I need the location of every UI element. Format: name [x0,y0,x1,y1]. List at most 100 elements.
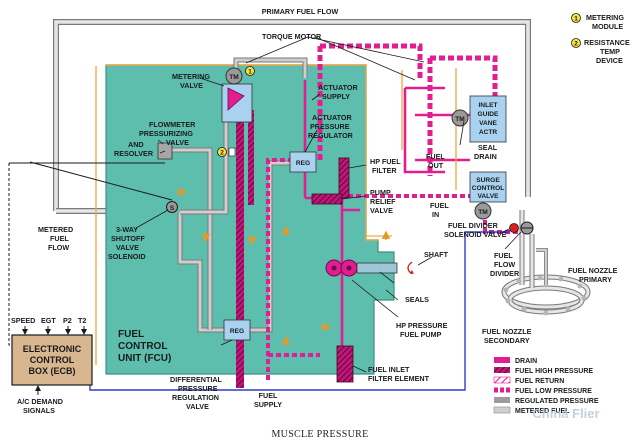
hp-fuel-line [236,108,244,388]
differential-pressure-label-3: REGULATION [172,393,219,402]
actuator-pressure-regulator-box [289,151,317,173]
reg-label-differential: REG [230,328,244,335]
fuel-out-label-2: OUT [428,161,444,170]
fuel-in-label-1: FUEL [430,201,449,210]
ecb-input-egt: EGT [41,316,56,325]
metering-module-marker [245,66,255,76]
shaft-label: SHAFT [424,250,449,259]
ecb-input-arrows [22,326,87,395]
note-2-line-1: RESISTANCE [584,38,630,47]
fuel-in-label-2: IN [432,210,439,219]
inlet-guide-vane-actuator [469,95,507,143]
legend: DRAIN FUEL HIGH PRESSURE FUEL RETURN FUE… [493,357,599,415]
fuel-nozzle-sprays [503,275,587,316]
three-way-shutoff-label-2: SHUTOFF [111,234,145,243]
torque-motor-label: TORQUE MOTOR [262,32,322,41]
scv-line-1: SURGE [476,177,500,184]
hp-fuel-line-b [248,110,254,205]
actuator-pressure-regulator-label-3: REGULATOR [308,131,354,140]
pump-relief-valve [311,193,343,205]
ac-demand-signals-label-1: A/C DEMAND [17,397,63,406]
surge-control-valve [469,171,507,203]
three-way-shutoff-symbol: S [170,205,175,212]
legend-label-fuel-high-pressure: FUEL HIGH PRESSURE [515,368,593,375]
resistance-temp-device-marker [217,147,227,157]
differential-pressure-label-2: PRESSURE [178,384,218,393]
actuator-supply-label-1: ACTUATOR [318,83,358,92]
fuel-supply-label-2: SUPPLY [254,400,282,409]
flowmeter-valve-label-3: VALVE [166,138,189,147]
hp-fuel-filter [338,157,350,199]
primary-fuel-flow-title: PRIMARY FUEL FLOW [262,7,339,16]
note-1-marker [571,13,581,23]
differential-pressure-label-1: DIFFERENTIAL [170,375,223,384]
hp-pressure-fuel-pump-label-2: FUEL PUMP [400,330,442,339]
tm-label-surge: TM [478,209,488,216]
leader-lines [135,36,522,373]
fuel-inlet-filter-label-1: FUEL INLET [368,365,410,374]
tm-label-igv: TM [455,116,465,123]
resistance-temp-device-marker-num: 2 [220,149,224,156]
regulated-pressure-lines [165,57,308,333]
scv-line-2: CONTROL [472,185,505,192]
legend-swatch-regulated-pressure [494,397,510,403]
fcu-title-line-3: UNIT (FCU) [118,353,171,364]
ac-demand-signals-label-2: SIGNALS [23,406,55,415]
scv-line-3: VALVE [477,193,499,200]
fuel-inlet-filter-label-2: FILTER ELEMENT [368,374,430,383]
fuel-nozzle-secondary-label-1: FUEL NOZZLE [482,327,532,336]
fuel-flow-divider-label-2: FLOW [494,260,515,269]
shaft-rotation-arrowhead [410,270,414,274]
hp-fuel-filter-label-1: HP FUEL [370,157,401,166]
metering-module-marker-num: 1 [248,68,252,75]
hp-fuel-filter-label-2: FILTER [372,166,397,175]
seals-label: SEALS [405,295,429,304]
differential-pressure-label-4: VALVE [186,402,209,411]
metering-valve-element [227,87,245,111]
note-1-line-2: MODULE [592,22,623,31]
reg-label-actuator: REG [296,160,310,167]
note-2-number: 2 [574,40,578,47]
note-2-marker [571,38,581,48]
fuel-divider-solenoid-label-2: SOLENOID VALVE [444,230,507,239]
hp-pressure-fuel-pump-label-1: HP PRESSURE [396,321,448,330]
fuel-inlet-filter-element [336,345,354,383]
three-way-shutoff-label-1: 3-WAY [116,225,138,234]
metered-fuel-flow-label-2: FUEL [50,234,69,243]
three-way-shutoff-label-4: SOLENOID [108,252,146,261]
legend-swatch-fuel-high-pressure [494,367,510,373]
actuator-supply-label-2: SUPPLY [322,92,350,101]
watermark: China Flier [532,406,599,421]
electronic-control-box [11,334,93,386]
orange-pipe-outlines [95,66,457,365]
fuel-divider-solenoid-valve [509,223,519,233]
three-way-shutoff-label-3: VALVE [116,243,139,252]
torque-motor-metering [225,67,243,85]
ecb-input-t2: T2 [78,316,86,325]
metered-fuel-flow-label-1: METERED [38,225,73,234]
legend-swatch-drain [494,357,510,363]
pump-shaft [356,262,398,274]
actuator-pressure-regulator-label-2: PRESSURE [310,122,350,131]
and-resolver-label-2: RESOLVER [114,149,154,158]
legend-label-fuel-low-pressure: FUEL LOW PRESSURE [515,388,592,395]
legend-label-drain: DRAIN [515,358,537,365]
legend-swatch-fuel-return [493,376,511,384]
legend-label-regulated-pressure: REGULATED PRESSURE [515,398,599,405]
seal-drain-label-2: DRAIN [474,152,497,161]
legend-swatch-metered-fuel [493,406,511,414]
fuel-supply-label-1: FUEL [259,391,278,400]
ecb-input-speed: SPEED [11,316,35,325]
igv-actr-line-2: GUIDE [478,111,499,118]
flow-direction-arrows [176,187,391,346]
fuel-flow-divider-label-3: DIVIDER [490,269,520,278]
legend-label-metered-fuel: METERED FUEL [515,408,570,415]
fuel-nozzle-primary-label-2: PRIMARY [579,275,612,284]
igv-actr-line-4: ACTR [479,129,498,136]
metering-valve-label-1: METERING [172,72,210,81]
fuel-flow-divider-label-1: FUEL [494,251,513,260]
fuel-divider-solenoid-label-1: FUEL DIVIDER [448,221,499,230]
ecb-signal-wires [8,161,510,391]
seal-drain-label-1: SEAL [478,143,498,152]
